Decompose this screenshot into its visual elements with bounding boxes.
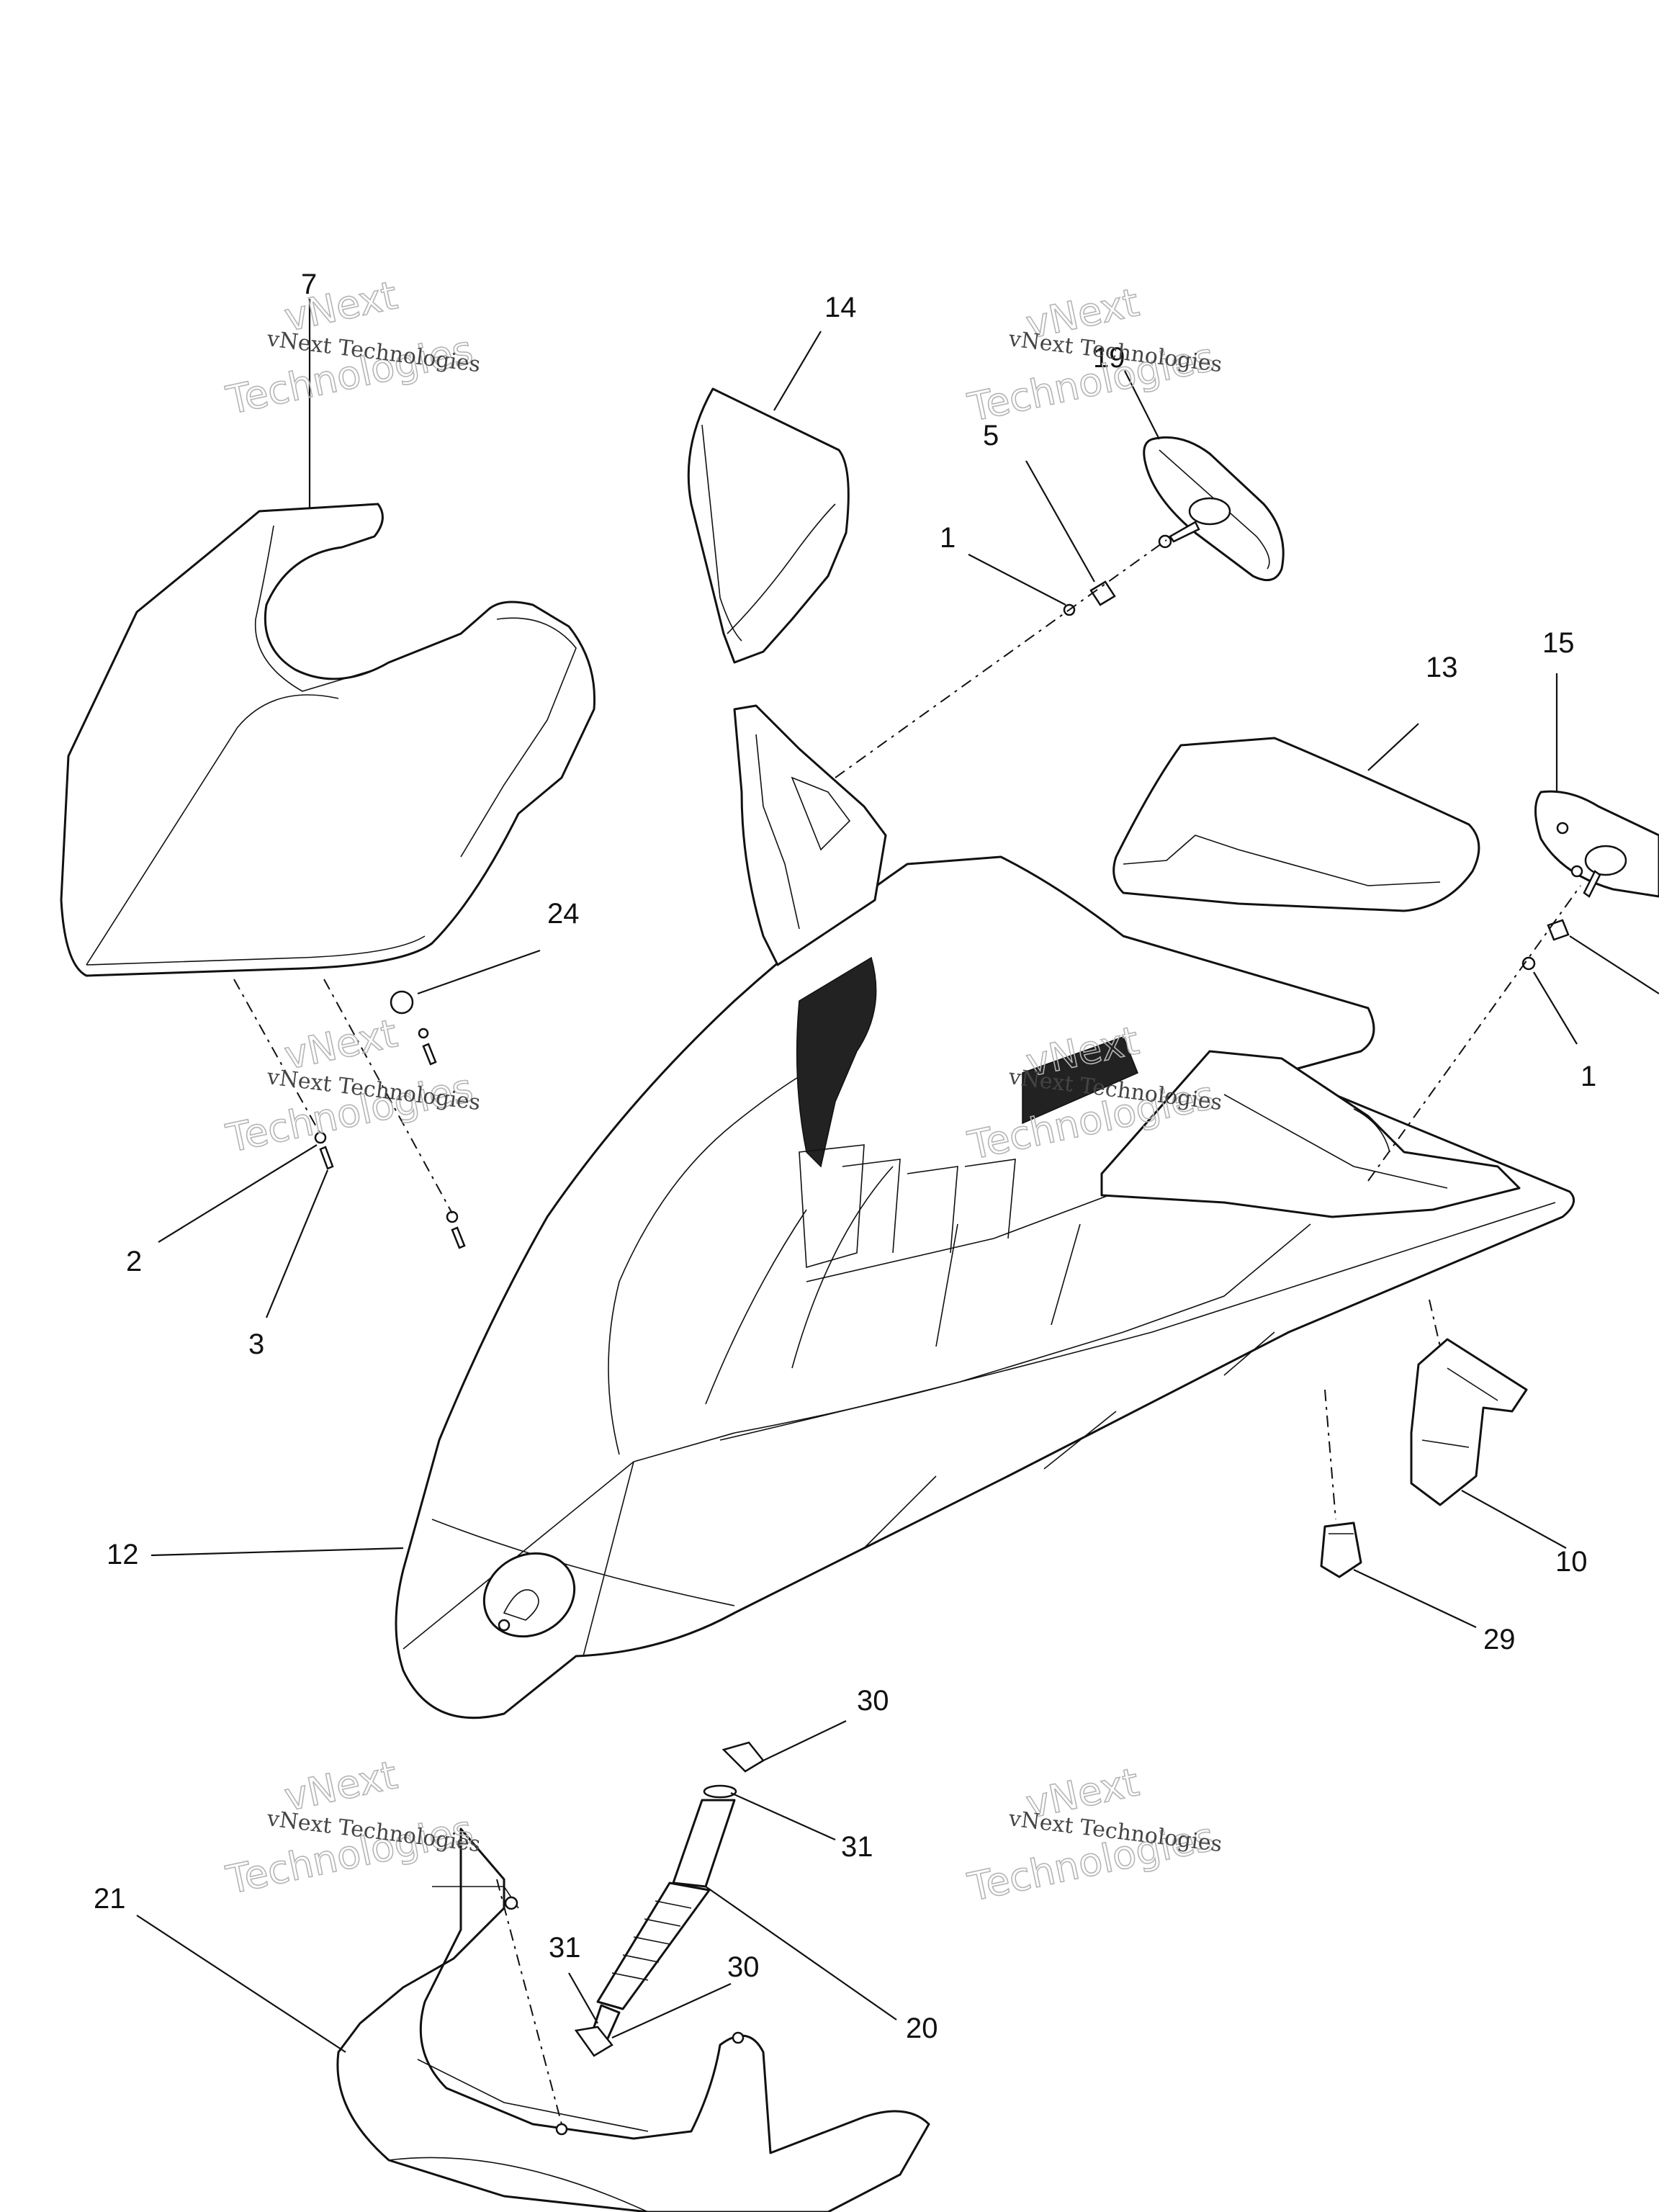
watermark-bottom-right: vNext Technologies vNext Technologies bbox=[963, 1758, 1223, 1910]
part-lower-cowl bbox=[336, 1827, 930, 2212]
callout-20: 20 bbox=[906, 2013, 938, 2044]
callout-13: 13 bbox=[1426, 652, 1458, 683]
part-left-panel bbox=[687, 387, 850, 664]
callout-29: 29 bbox=[1483, 1624, 1516, 1655]
callout-1-top: 1 bbox=[940, 522, 956, 554]
callout-15: 15 bbox=[1542, 627, 1575, 659]
callout-10: 10 bbox=[1555, 1546, 1588, 1578]
callout-1-right: 1 bbox=[1581, 1061, 1596, 1092]
callout-labels: 7 14 19 5 1 13 15 24 1 2 3 12 10 29 30 3… bbox=[94, 269, 1596, 2044]
callout-19: 19 bbox=[1093, 342, 1125, 374]
callout-3: 3 bbox=[248, 1328, 264, 1360]
leader-lines bbox=[136, 299, 1659, 2053]
part-hood bbox=[395, 704, 1575, 1719]
assembly-dashed-lines bbox=[233, 539, 1581, 2125]
callout-5: 5 bbox=[983, 420, 999, 451]
callout-21: 21 bbox=[94, 1883, 126, 1915]
part-clip bbox=[1320, 1521, 1362, 1578]
callout-31-bottom: 31 bbox=[549, 1932, 581, 1964]
watermark-top-left: vNext Technologies vNext Technologies bbox=[222, 271, 482, 423]
part-seat-cover bbox=[60, 503, 596, 977]
part-latch bbox=[1410, 1338, 1528, 1506]
part-right-panel bbox=[1112, 737, 1480, 912]
watermark-top-right: vNext Technologies vNext Technologies bbox=[963, 279, 1223, 431]
callout-12: 12 bbox=[107, 1539, 139, 1570]
callout-7: 7 bbox=[301, 269, 317, 300]
callout-31-top: 31 bbox=[841, 1831, 873, 1863]
watermark-mid-left: vNext Technologies vNext Technologies bbox=[222, 1010, 482, 1161]
part-mirror-right bbox=[1534, 790, 1659, 898]
callout-30-bottom: 30 bbox=[727, 1951, 760, 1983]
watermark-bottom-left: vNext Technologies vNext Technologies bbox=[222, 1751, 482, 1903]
hardware-items bbox=[314, 580, 1570, 1249]
callout-14: 14 bbox=[824, 292, 857, 323]
callout-30-top: 30 bbox=[857, 1685, 889, 1717]
part-mirror-left bbox=[1143, 436, 1285, 582]
part-gas-spring bbox=[574, 1741, 765, 2057]
callout-2: 2 bbox=[126, 1246, 142, 1277]
callout-24: 24 bbox=[547, 898, 580, 930]
